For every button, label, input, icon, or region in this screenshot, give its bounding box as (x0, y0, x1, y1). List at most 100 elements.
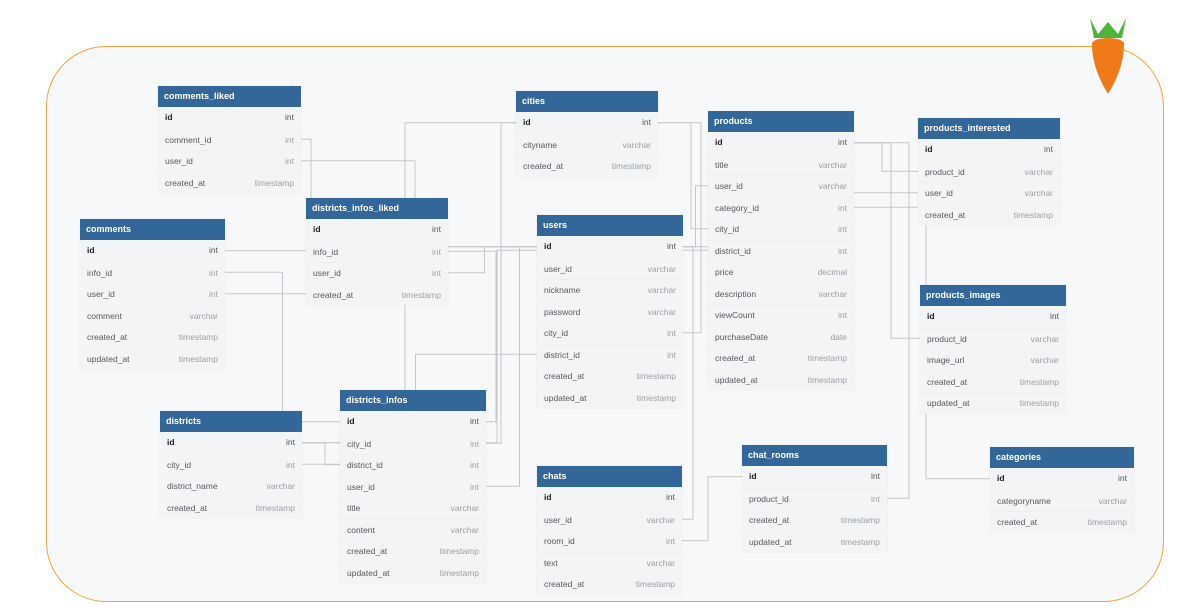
field-type: varchar (622, 139, 651, 150)
field-name: created_at (523, 161, 564, 171)
field-type: timestamp (840, 515, 880, 525)
field-type: varchar (450, 503, 479, 513)
field-name: updated_at (715, 374, 758, 385)
field-name: city_id (715, 224, 740, 234)
field-type: varchar (1030, 355, 1059, 365)
field-name: image_url (927, 355, 965, 365)
carrot-icon (1090, 18, 1126, 94)
field-type: int (432, 224, 441, 234)
field-name: id (749, 471, 757, 481)
field-name: id (544, 492, 552, 502)
field-name: created_at (925, 209, 966, 220)
field-type: int (1118, 473, 1127, 483)
field-name: id (523, 117, 531, 127)
field-name: product_id (925, 166, 965, 177)
field-name: product_id (749, 493, 789, 504)
field-name: created_at (544, 371, 585, 381)
field-name: created_at (313, 289, 354, 300)
field-name: city_id (167, 459, 192, 470)
field-name: id (927, 311, 935, 321)
field-name: created_at (715, 353, 756, 363)
field-name: id (87, 245, 95, 255)
field-name: password (544, 306, 581, 317)
field-name: purchaseDate (715, 331, 768, 342)
field-type: int (838, 224, 847, 234)
field-name: city_id (544, 328, 569, 338)
field-type: int (667, 349, 676, 360)
table-header: chat_rooms (742, 445, 887, 466)
field-type: int (871, 471, 880, 481)
field-type: int (286, 437, 295, 447)
field-name: id (715, 137, 723, 147)
field-name: id (925, 144, 933, 154)
field-type: timestamp (840, 536, 880, 547)
field-type: timestamp (807, 353, 847, 363)
field-row: created_at timestamp (306, 283, 448, 306)
table-header: users (537, 215, 683, 236)
field-type: int (286, 459, 295, 470)
field-type: timestamp (178, 332, 218, 342)
field-name: created_at (749, 515, 790, 525)
field-type: varchar (818, 159, 847, 170)
field-type: varchar (647, 263, 676, 274)
field-row: id int (742, 466, 887, 488)
field-name: district_id (347, 460, 383, 470)
field-type: varchar (1098, 495, 1127, 506)
field-type: int (838, 310, 847, 320)
field-type: varchar (1030, 333, 1059, 344)
field-name: updated_at (544, 392, 587, 403)
field-name: price (715, 267, 734, 277)
field-type: int (285, 112, 294, 122)
field-row: id int (80, 240, 225, 262)
field-name: category_id (715, 202, 759, 213)
field-type: int (666, 536, 675, 546)
field-name: user_id (165, 156, 193, 166)
field-name: created_at (927, 376, 968, 387)
table-header: cities (516, 91, 658, 112)
field-type: timestamp (401, 289, 441, 300)
field-name: content (347, 524, 375, 535)
field-name: id (167, 437, 175, 447)
table-header: products (708, 111, 854, 132)
field-type: int (209, 245, 218, 255)
